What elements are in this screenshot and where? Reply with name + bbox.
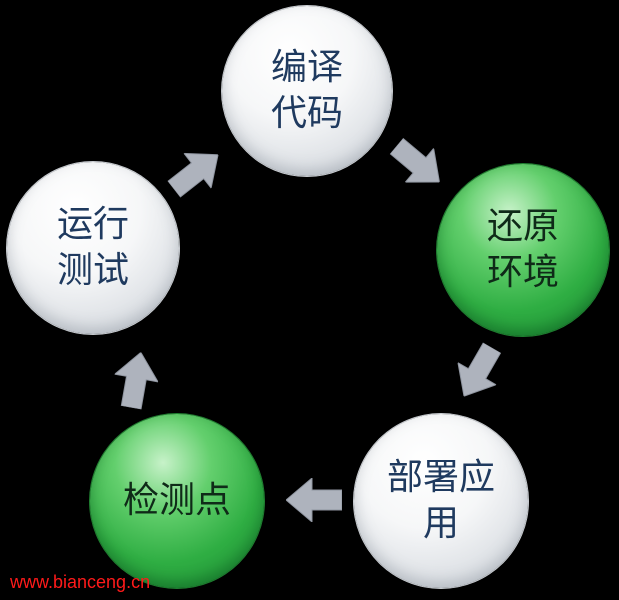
arrow-test-to-compile-icon (160, 137, 231, 206)
node-checkpoint: 检测点 (90, 414, 264, 588)
node-restore-line-1: 还原 (486, 206, 559, 247)
node-compile-line-2: 代码 (270, 93, 343, 134)
node-test-line-1: 运行 (56, 204, 129, 245)
node-test-line-2: 测试 (56, 250, 129, 291)
node-deploy-line-1: 部署应 (386, 457, 495, 498)
node-run-test: 运行 测试 (7, 162, 179, 334)
node-compile-code: 编译 代码 (222, 6, 392, 176)
node-restore-line-2: 环境 (486, 252, 559, 293)
arrow-checkpoint-to-test-icon (109, 349, 162, 412)
arrow-deploy-to-checkpoint-icon (286, 478, 342, 522)
node-compile-line-1: 编译 (270, 47, 343, 88)
node-deploy-app: 部署应 用 (354, 414, 528, 588)
arrow-restore-to-deploy-icon (445, 337, 511, 407)
node-checkpoint-line-1: 检测点 (122, 480, 231, 521)
node-restore-environment: 还原 环境 (437, 164, 609, 336)
watermark-text: www.bianceng.cn (10, 572, 151, 592)
node-deploy-line-2: 用 (422, 503, 459, 544)
arrow-compile-to-restore-icon (382, 129, 453, 199)
